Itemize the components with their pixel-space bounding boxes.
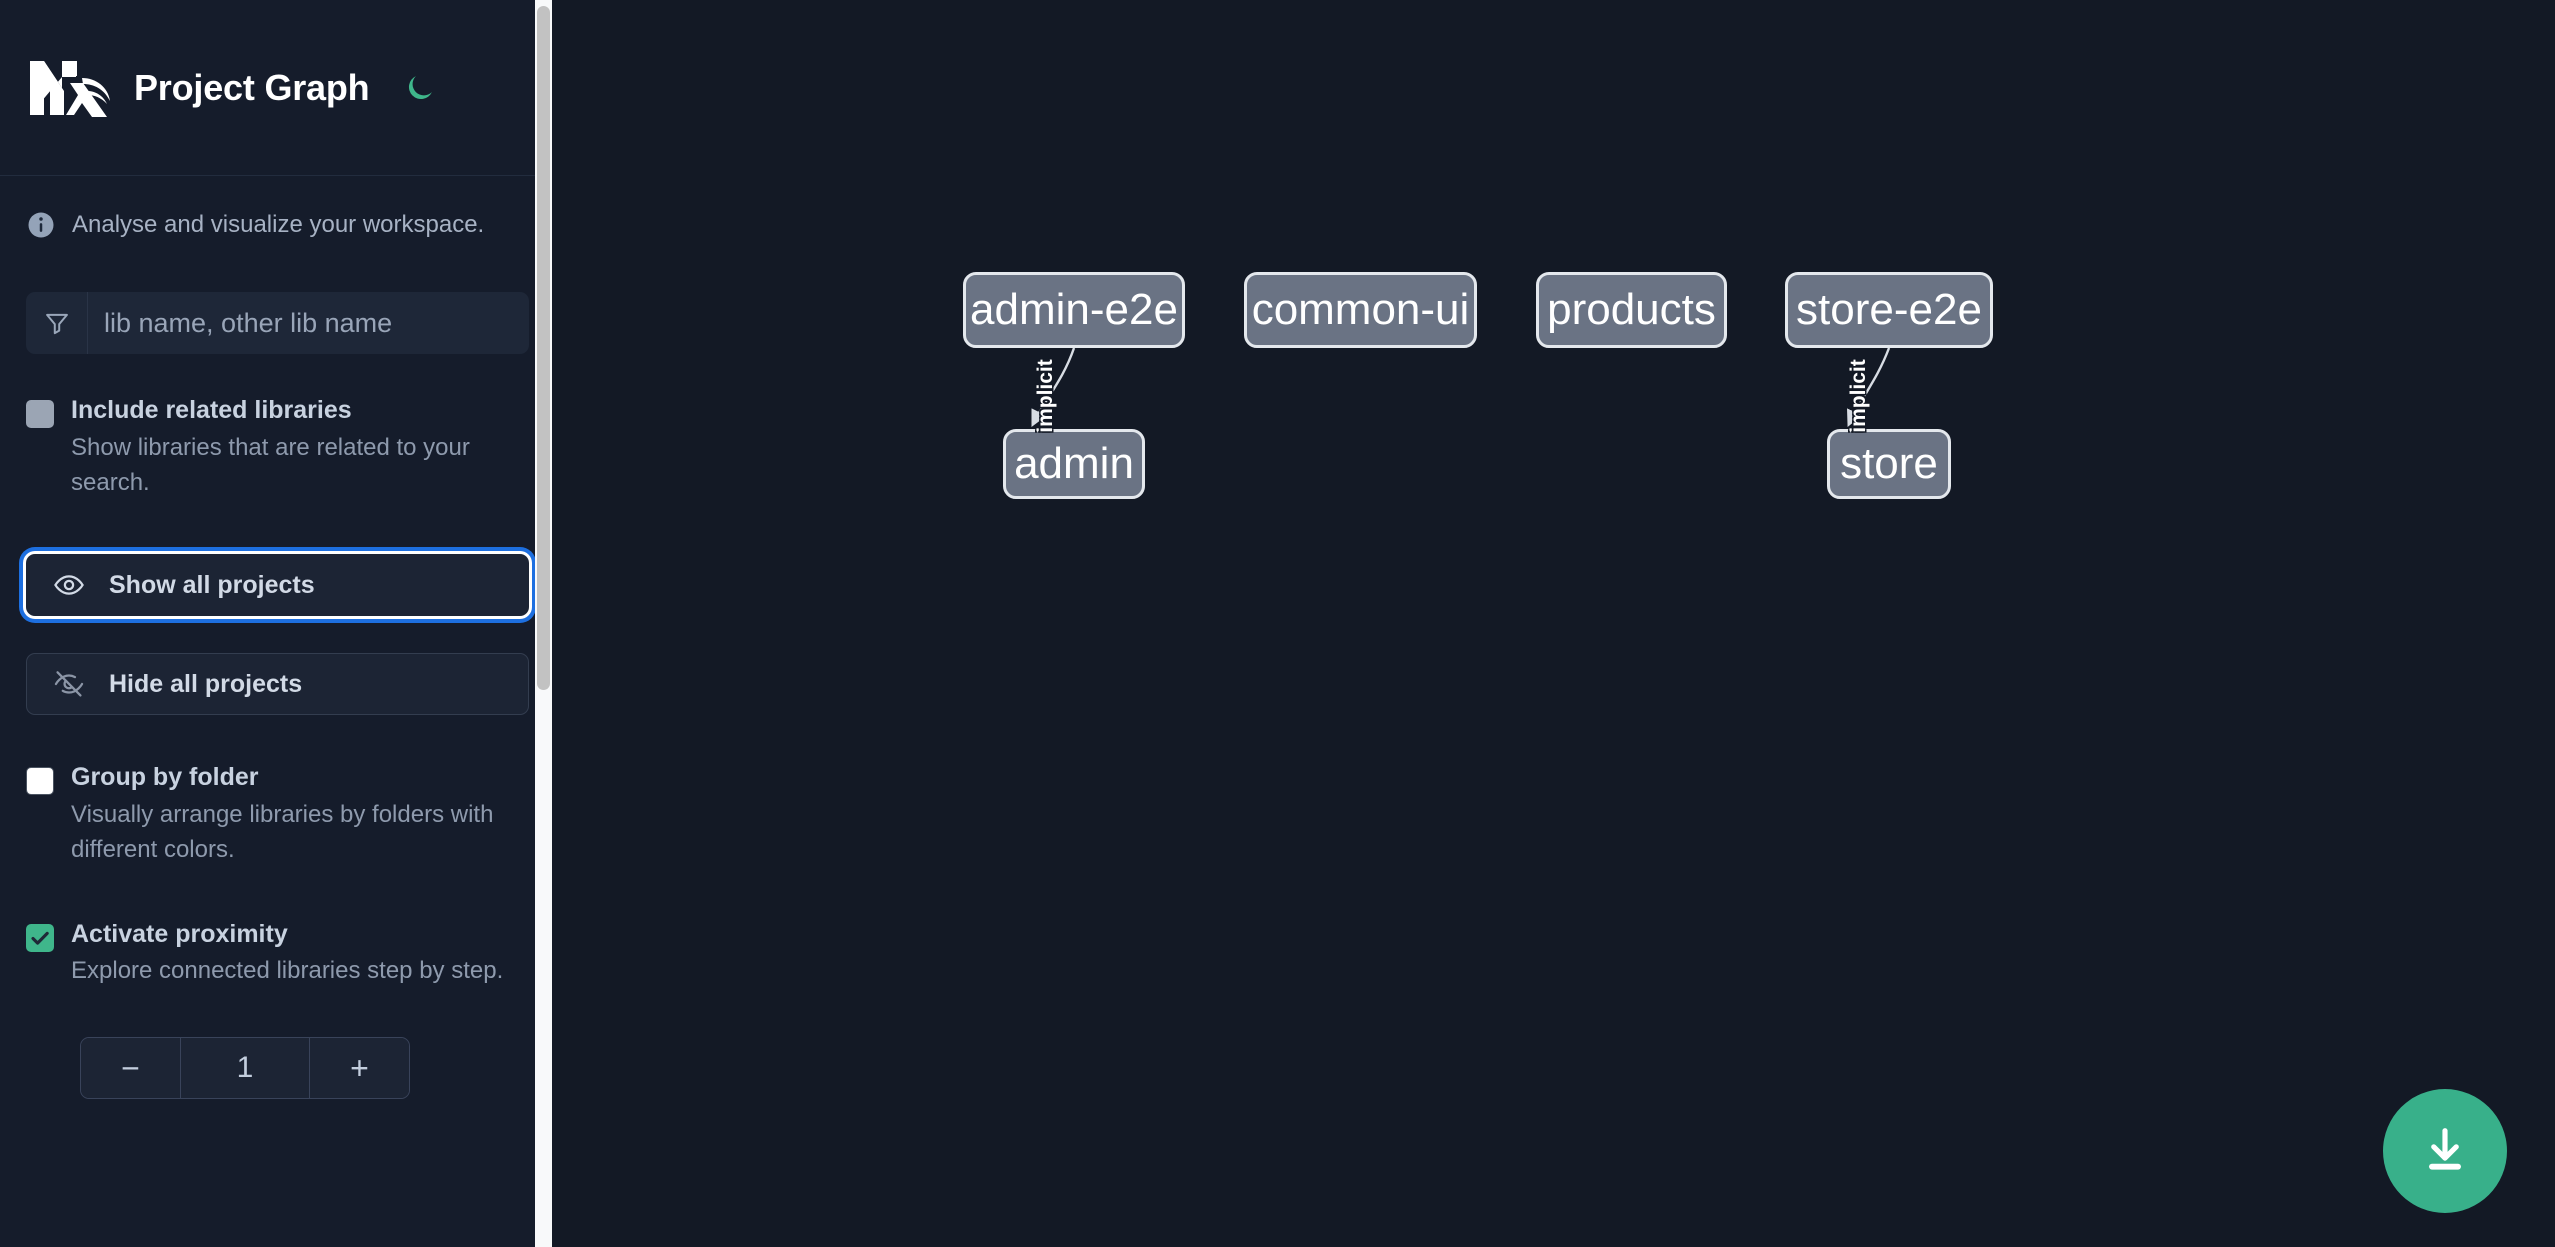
show-all-projects-button[interactable]: Show all projects	[26, 554, 529, 617]
show-all-projects-label: Show all projects	[109, 570, 315, 599]
graph-node-store-e2e[interactable]: store-e2e	[1785, 272, 1993, 348]
proximity-increment-button[interactable]: +	[309, 1038, 409, 1099]
hide-all-projects-button[interactable]: Hide all projects	[26, 653, 529, 716]
filter-funnel-icon	[26, 292, 88, 354]
proximity-decrement-button[interactable]: −	[81, 1038, 181, 1099]
description-text: Analyse and visualize your workspace.	[72, 211, 485, 238]
proximity-value: 1	[236, 1051, 254, 1085]
sidebar-scrollbar-track[interactable]	[535, 0, 552, 1247]
graph-edges	[1031, 347, 1891, 428]
workspace-description: Analyse and visualize your workspace.	[0, 176, 555, 240]
include-related-libraries-description: Show libraries that are related to your …	[71, 433, 470, 496]
info-icon	[26, 210, 56, 240]
group-by-folder-description: Visually arrange libraries by folders wi…	[71, 801, 494, 863]
graph-node-admin[interactable]: admin	[1003, 429, 1145, 499]
moon-icon[interactable]	[399, 67, 441, 109]
sidebar-header: Project Graph	[0, 0, 555, 176]
sidebar-scrollbar-thumb[interactable]	[537, 6, 550, 690]
activate-proximity-checkbox[interactable]	[26, 923, 54, 952]
option-activate-proximity[interactable]: Activate proximity Explore connected lib…	[0, 918, 555, 990]
graph-node-common-ui[interactable]: common-ui	[1244, 272, 1477, 348]
group-by-folder-label: Group by folder	[71, 763, 259, 792]
sidebar: Project Graph Analyse and visualize your…	[0, 0, 555, 1247]
download-icon	[2418, 1123, 2472, 1180]
search-field[interactable]	[26, 292, 529, 354]
graph-node-admin-e2e[interactable]: admin-e2e	[963, 272, 1185, 348]
search-input[interactable]	[88, 292, 529, 354]
group-by-folder-checkbox[interactable]	[26, 767, 54, 796]
sidebar-edge	[552, 0, 555, 1247]
activate-proximity-label: Activate proximity	[71, 919, 288, 948]
graph-node-products[interactable]: products	[1536, 272, 1727, 348]
graph-canvas[interactable]: admin-e2e common-ui products store-e2e a…	[555, 0, 2555, 1247]
eye-off-icon	[53, 667, 87, 701]
download-button[interactable]	[2383, 1089, 2507, 1213]
graph-node-store[interactable]: store	[1827, 429, 1951, 499]
activate-proximity-description: Explore connected libraries step by step…	[71, 957, 504, 985]
option-include-related-libraries[interactable]: Include related libraries Show libraries…	[0, 394, 555, 500]
option-group-by-folder[interactable]: Group by folder Visually arrange librari…	[0, 761, 555, 867]
edge-admin-e2e-admin	[1031, 347, 1076, 428]
page-title: Project Graph	[134, 66, 370, 108]
hide-all-projects-label: Hide all projects	[109, 669, 303, 698]
include-related-libraries-checkbox[interactable]	[26, 400, 54, 428]
include-related-libraries-label: Include related libraries	[71, 396, 352, 424]
edge-store-e2e-store	[1847, 347, 1891, 428]
proximity-stepper[interactable]: − 1 +	[80, 1037, 410, 1100]
eye-icon	[53, 568, 87, 602]
nx-logo-icon	[26, 57, 112, 119]
